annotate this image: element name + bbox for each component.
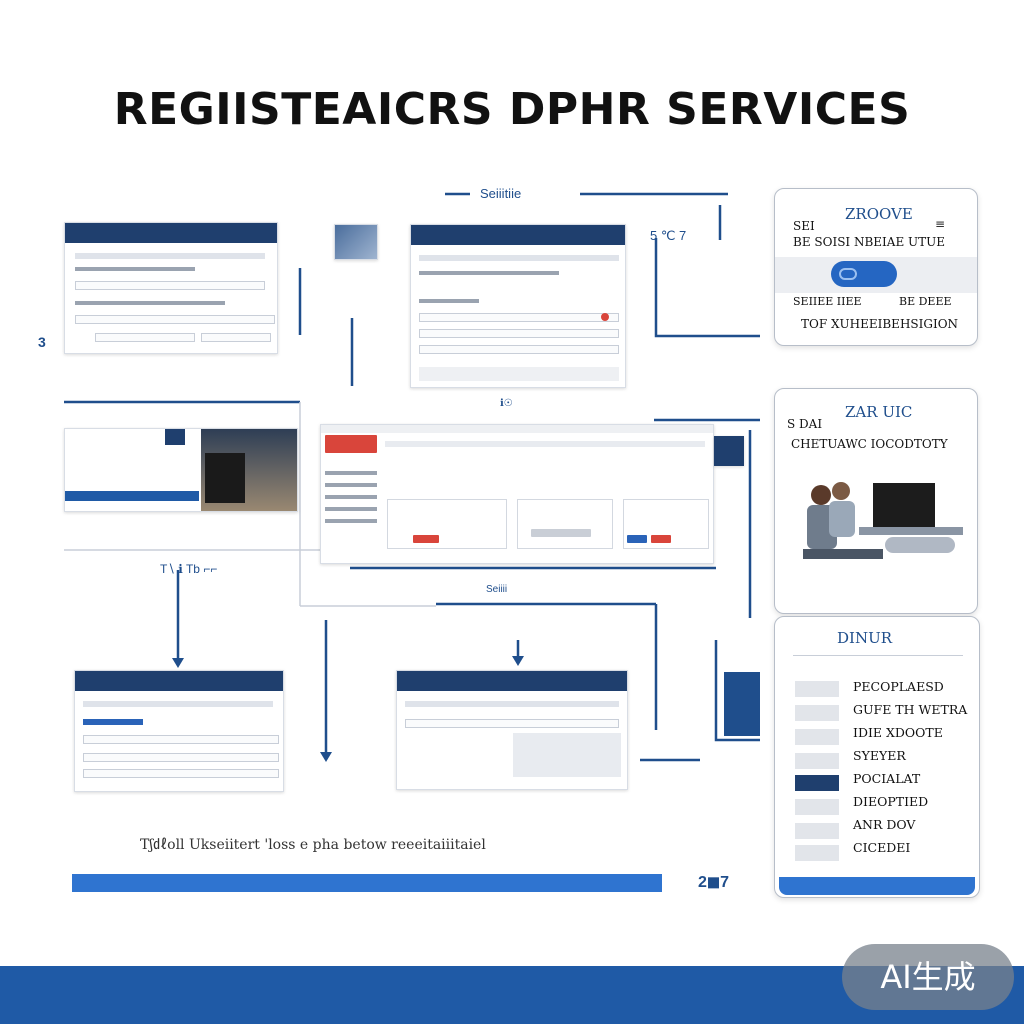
bottom-right-number: 2◼7: [698, 874, 730, 891]
menu-footer-bar: [779, 877, 975, 895]
left-number: 3: [38, 334, 46, 350]
card-tag: SEI: [793, 219, 815, 233]
menu-item[interactable]: PECOPLAESD: [853, 679, 944, 694]
menu-item[interactable]: ANR DOV: [853, 817, 916, 832]
card-line: SEIIEE IIEE: [793, 295, 862, 308]
screenshot-thumbnail: [64, 222, 278, 354]
menu-item-swatch-active: [795, 775, 839, 791]
menu-item-swatch: [795, 729, 839, 745]
screenshot-thumbnail: [396, 670, 628, 790]
photo-card: ZAR UIC S DAI CHETUAWC IOCODTOTY: [774, 388, 978, 614]
menu-card: DINUR PECOPLAESD GUFE TH WETRA IDIE XDOO…: [774, 616, 980, 898]
settings-card: ZROOVE SEI ≡ BE SOISI NBEIAE UTUE SEIIEE…: [774, 188, 978, 346]
menu-item[interactable]: SYEYER: [853, 748, 906, 763]
thumbnail-image: [334, 224, 378, 260]
page-title: REGIISTEAICRS DPHR SERVICES: [113, 84, 911, 135]
ai-generated-badge: AI生成: [842, 944, 1014, 1010]
menu-item[interactable]: IDIE XDOOTE: [853, 725, 943, 740]
menu-item[interactable]: DIEOPTIED: [853, 794, 929, 809]
thumbnail-header: [75, 671, 283, 691]
toggle-switch[interactable]: [831, 261, 897, 287]
menu-item-swatch: [795, 753, 839, 769]
menu-item[interactable]: CICEDEI: [853, 840, 911, 855]
card-title: ZROOVE: [845, 205, 913, 223]
screenshot-thumbnail: [64, 428, 298, 512]
card-line: TOF XUHEEIBEHSIGION: [801, 317, 959, 331]
top-center-label: Seiiitiie: [480, 186, 522, 201]
thumbnail-header: [397, 671, 627, 691]
card-line: BE DEEE: [899, 295, 952, 308]
card-tag: S DAI: [787, 417, 823, 431]
thumbnail-side-block: [714, 436, 744, 466]
mid-caption: ℹ☉: [500, 398, 513, 409]
mid-caption-2: Seiiii: [486, 584, 508, 595]
menu-item-swatch: [795, 705, 839, 721]
menu-item-active[interactable]: POCIALAT: [853, 771, 921, 786]
card-title: ZAR UIC: [845, 403, 913, 421]
card-tag-right: ≡: [935, 217, 946, 231]
menu-item-swatch: [795, 845, 839, 861]
toggle-knob: [839, 268, 857, 280]
people-at-computer-illustration: [803, 482, 963, 559]
card-title: DINUR: [837, 629, 893, 647]
card-line: BE SOISI NBEIAE UTUE: [793, 235, 946, 249]
card-line: CHETUAWC IOCODTOTY: [791, 437, 948, 451]
screenshot-thumbnail: [410, 224, 626, 388]
thumbnail-header: [65, 223, 277, 243]
menu-item-swatch: [795, 799, 839, 815]
left-caption: T∖ ℹ Tb ⌐⌐: [160, 562, 218, 576]
screenshot-thumbnail: [74, 670, 284, 792]
menu-item-swatch: [795, 823, 839, 839]
screenshot-thumbnail: [320, 424, 714, 564]
menu-item-swatch: [795, 681, 839, 697]
bottom-note: Tʃ㎗oll Ukseiitert 'loss e pha betow reee…: [140, 837, 486, 853]
thumbnail-header: [411, 225, 625, 245]
menu-item[interactable]: GUFE TH WETRA: [853, 702, 968, 717]
top-right-number: 5 ℃ 7: [650, 228, 687, 243]
